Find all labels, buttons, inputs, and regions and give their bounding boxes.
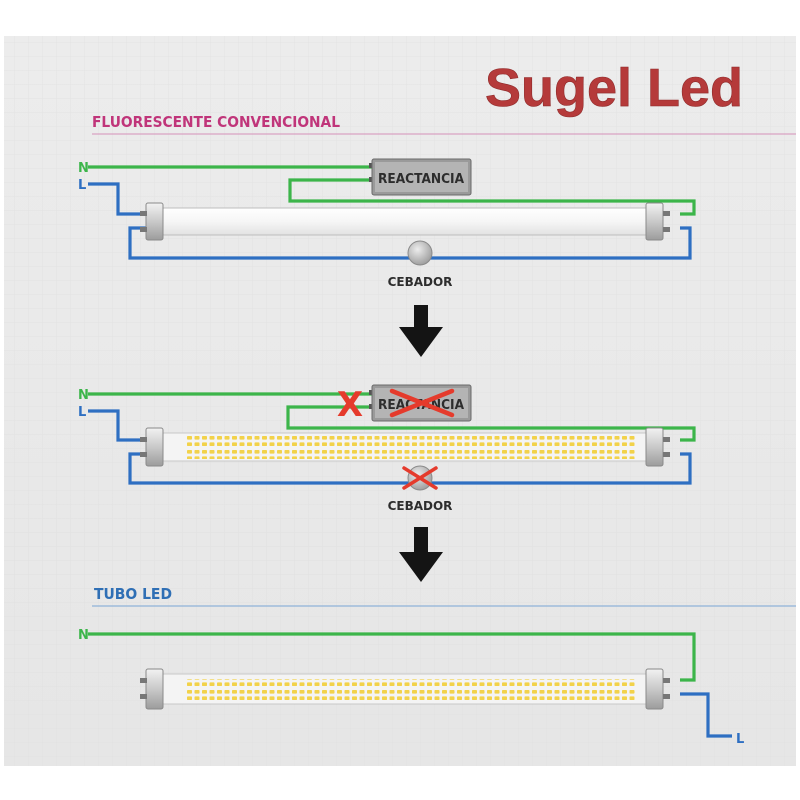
led-tube: [140, 427, 670, 467]
ballast-return-wire: [286, 405, 696, 442]
line-label: L: [78, 178, 86, 193]
starter-removed-label: CEBADOR: [388, 499, 453, 513]
remove-mark: X: [337, 385, 363, 425]
section-title-led: TUBO LED: [94, 585, 172, 603]
ballast-label: REACTANCIA: [378, 172, 464, 187]
line-wire: [88, 182, 150, 216]
line-label: L: [736, 732, 744, 747]
arrow-down-icon: [399, 527, 443, 582]
retrofit-circuit: N L REACTANCIA X: [78, 384, 696, 513]
led-tube: [140, 668, 670, 710]
neutral-label: N: [78, 628, 89, 643]
line-wire: [680, 692, 732, 738]
starter-removed: [402, 465, 438, 491]
starter: [407, 240, 433, 266]
neutral-label: N: [78, 388, 89, 403]
neutral-wire: [88, 632, 696, 682]
starter-label: CEBADOR: [388, 275, 453, 289]
brand-logo: Sugel Led: [485, 58, 743, 118]
remove-cross-icon: [402, 466, 438, 490]
ballast: REACTANCIA: [369, 158, 472, 196]
line-wire: [88, 409, 150, 442]
line-label: L: [78, 405, 86, 420]
ballast-return-wire: [288, 178, 696, 216]
neutral-label: N: [78, 161, 89, 176]
fluorescent-tube: [140, 202, 670, 241]
section-title-conventional: FLUORESCENTE CONVENCIONAL: [92, 113, 340, 131]
led-direct-circuit: N L: [78, 628, 744, 747]
arrow-down-icon: [399, 305, 443, 357]
remove-cross-icon: [389, 388, 455, 418]
ballast-removed: REACTANCIA: [369, 384, 472, 422]
conventional-circuit: N L REACTANCIA CEBADOR: [78, 158, 696, 289]
